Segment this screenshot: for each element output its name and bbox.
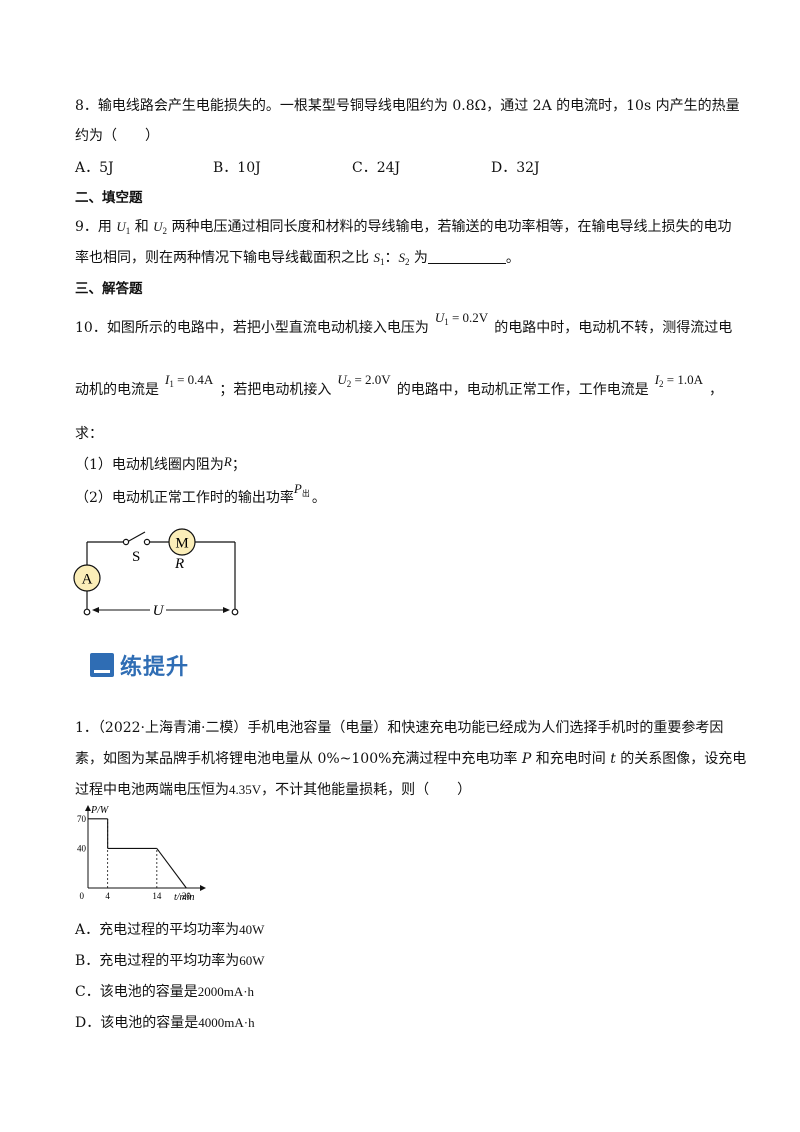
q9-line-2: 率也相同，则在两种情况下输电导线截面积之比 S1：S2 为 。 <box>75 248 520 272</box>
q9-text: 9．用 <box>75 219 117 235</box>
q9-u1: U1 <box>116 219 131 236</box>
q9-line-1: 9．用 U1 和 U2 两种电压通过相同长度和材料的导线输电，若输送的电功率相等… <box>75 217 732 241</box>
q9-period: 。 <box>505 250 520 266</box>
q10-text: ；若把电动机接入 <box>219 382 332 398</box>
arrow-right-icon <box>223 607 230 613</box>
ammeter-label: A <box>82 572 93 588</box>
q8-line-2: 约为（ ） <box>75 128 159 144</box>
q8-option-b[interactable]: B．10J <box>213 160 261 176</box>
p1-text: 和充电时间 <box>531 751 611 767</box>
q10-text: ； <box>231 457 246 473</box>
section-heading-fill-in: 二、填空题 <box>75 190 143 206</box>
q9-s2: S2 <box>398 250 410 267</box>
section-heading-answer: 三、解答题 <box>75 281 143 297</box>
q10-text: 动机的电流是 <box>75 382 159 398</box>
q8-line-1: 8．输电线路会产生电能损失的。一根某型号铜导线电阻约为 0.8Ω，通过 2A 的… <box>75 98 740 114</box>
q10-line-3: 求： <box>75 426 103 442</box>
circuit-diagram: S M R A U <box>73 528 239 619</box>
chart-x-arrow-icon <box>200 885 206 891</box>
voltage-label: U <box>153 603 165 619</box>
q9-text: 和 <box>130 219 154 235</box>
p1-text: 过程中电池两端电压恒为 <box>75 782 229 798</box>
chart-x-tick-label: 20 <box>182 891 192 901</box>
chart-x-tick-label: 4 <box>105 891 110 901</box>
q8-option-d[interactable]: D．32J <box>491 160 540 176</box>
q10-line-2: 动机的电流是 I1 = 0.4A ；若把电动机接入 U2 = 2.0V 的电路中，电动机… <box>75 372 724 404</box>
arrow-left-icon <box>92 607 99 613</box>
q8-option-c[interactable]: C．24J <box>352 160 401 176</box>
p1-text: 素，如图为某品牌手机将锂电池电量从 0%~100%充满过程中充电功率 <box>75 751 522 767</box>
p1-line-2: 素，如图为某品牌手机将锂电池电量从 0%~100%充满过程中充电功率 P 和充电… <box>75 749 746 769</box>
motor-icon <box>168 528 196 556</box>
chart-ylabel: P/W <box>90 805 110 816</box>
q10-text: （1）电动机线圈内阻为 <box>75 457 224 473</box>
chart-y-arrow-icon <box>85 805 91 811</box>
p1-voltage: 4.35V <box>229 782 262 797</box>
q9-s1: S1 <box>373 250 385 267</box>
q10-text: （2）电动机正常工作时的输出功率 <box>75 490 294 506</box>
q10-text: 10．如图所示的电路中，若把小型直流电动机接入电压为 <box>75 320 429 336</box>
p1-line-1: 1．（2022·上海青浦·二模）手机电池容量（电量）和快速充电功能已经成为人们选… <box>75 720 724 736</box>
q10-line-1: 10．如图所示的电路中，若把小型直流电动机接入电压为 U1 = 0.2V 的电路中时… <box>75 310 733 342</box>
q10-text: 的电路中时，电动机不转，测得流过电 <box>494 320 733 336</box>
chart-y-tick-label: 70 <box>77 814 87 824</box>
q10-text: ， <box>709 382 724 398</box>
p1-option-c[interactable]: C．该电池的容量是2000mA·h <box>75 984 255 1000</box>
q10-r-var: R <box>223 454 232 469</box>
p1-text: 的关系图像，设充电 <box>615 751 747 767</box>
resistor-label: R <box>174 556 184 572</box>
chart-series-segment <box>156 848 187 889</box>
p1-text: ，不计其他能量损耗，则（ ） <box>261 782 472 798</box>
motor-label: M <box>175 536 188 552</box>
q9-colon: ： <box>384 250 399 266</box>
q9-answer-blank[interactable] <box>427 248 506 264</box>
p1-line-3: 过程中电池两端电压恒为4.35V，不计其他能量损耗，则（ ） <box>75 780 471 800</box>
p1-option-b[interactable]: B．充电过程的平均功率为60W <box>75 953 265 969</box>
q10-eq-i1: I1 = 0.4A <box>165 372 214 389</box>
chart-y-tick-label: 40 <box>77 843 87 853</box>
ammeter-icon <box>73 564 101 592</box>
switch-contact-icon <box>143 538 151 546</box>
q10-eq-u1: U1 = 0.2V <box>434 310 489 327</box>
q8-options: A．5J B．10J C．24J D．32J <box>75 158 675 178</box>
switch-contact-icon <box>122 538 130 546</box>
p1-option-a[interactable]: A．充电过程的平均功率为40W <box>75 922 265 938</box>
q10-text: 的电路中，电动机正常工作，工作电流是 <box>396 382 649 398</box>
q10-part-2: （2）电动机正常工作时的输出功率P出。 <box>75 481 326 513</box>
chart-x-tick-label: 0 <box>80 891 85 901</box>
q10-text: 。 <box>311 490 326 506</box>
q8-option-a[interactable]: A．5J <box>75 160 114 176</box>
terminal-icon[interactable] <box>231 608 239 616</box>
q9-text: 率也相同，则在两种情况下输电导线截面积之比 <box>75 250 374 266</box>
p1-var-p: P <box>521 751 532 767</box>
banner-title: 练提升 <box>120 655 190 680</box>
q10-eq-u2: U2 = 2.0V <box>337 372 391 389</box>
practice-banner: 练提升 <box>90 648 189 682</box>
switch-label: S <box>132 549 140 565</box>
q10-p-out: P出 <box>293 481 310 498</box>
q9-u2: U2 <box>153 219 168 236</box>
q10-part-1: （1）电动机线圈内阻为R； <box>75 454 246 475</box>
chart-xlabel: t/min <box>174 892 195 903</box>
power-time-chart: 0 4 14 20 70 40 P/W t/min <box>77 805 206 903</box>
chart-x-tick-label: 14 <box>152 891 162 901</box>
book-icon <box>90 653 114 677</box>
q10-eq-i2: I2 = 1.0A <box>654 372 704 389</box>
terminal-icon[interactable] <box>83 608 91 616</box>
p1-option-d[interactable]: D．该电池的容量是4000mA·h <box>75 1015 255 1031</box>
q9-text: 两种电压通过相同长度和材料的导线输电，若输送的电功率相等，在输电导线上损失的电功 <box>167 219 732 235</box>
p1-var-t: t <box>610 751 616 767</box>
q9-text: 为 <box>409 250 428 266</box>
